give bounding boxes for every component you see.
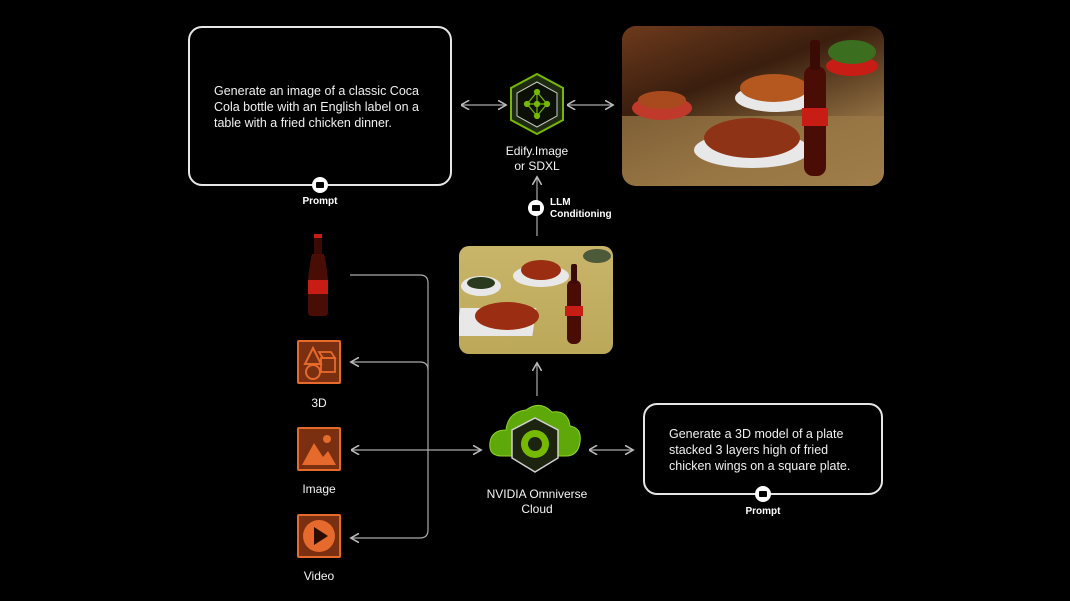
prompt-label-top: Prompt <box>302 196 338 207</box>
omniverse-label: NVIDIA Omniverse Cloud <box>486 487 588 516</box>
play-icon <box>297 514 341 558</box>
prompt-box-top: Generate an image of a classic Coca Cola… <box>188 26 452 186</box>
generated-image-photo <box>622 26 884 186</box>
prompt-label-bottom: Prompt <box>745 506 781 517</box>
output-label-3d: 3D <box>311 396 327 410</box>
photo-scene <box>622 40 884 186</box>
bracket-line <box>350 274 429 539</box>
image-icon <box>297 427 341 471</box>
chat-bubble-icon <box>755 486 771 502</box>
prompt-box-bottom: Generate a 3D model of a plate stacked 3… <box>643 403 883 495</box>
chat-bubble-icon <box>528 200 544 216</box>
chat-bubble-icon <box>312 177 328 193</box>
output-label-video: Video <box>303 569 335 583</box>
generator-label: Edify.Image or SDXL <box>505 144 569 173</box>
prompt-text-top: Generate an image of a classic Coca Cola… <box>214 84 419 130</box>
coke-bottle-image <box>308 234 328 316</box>
conditioning-label: LLM Conditioning <box>550 197 612 220</box>
neural-network-icon <box>510 72 564 136</box>
shapes-3d-icon <box>297 340 341 384</box>
render-image-photo <box>459 246 613 354</box>
omniverse-cloud-icon <box>489 405 581 473</box>
prompt-text-bottom: Generate a 3D model of a plate stacked 3… <box>669 427 851 473</box>
output-label-image: Image <box>302 482 336 496</box>
render-scene <box>459 249 611 344</box>
